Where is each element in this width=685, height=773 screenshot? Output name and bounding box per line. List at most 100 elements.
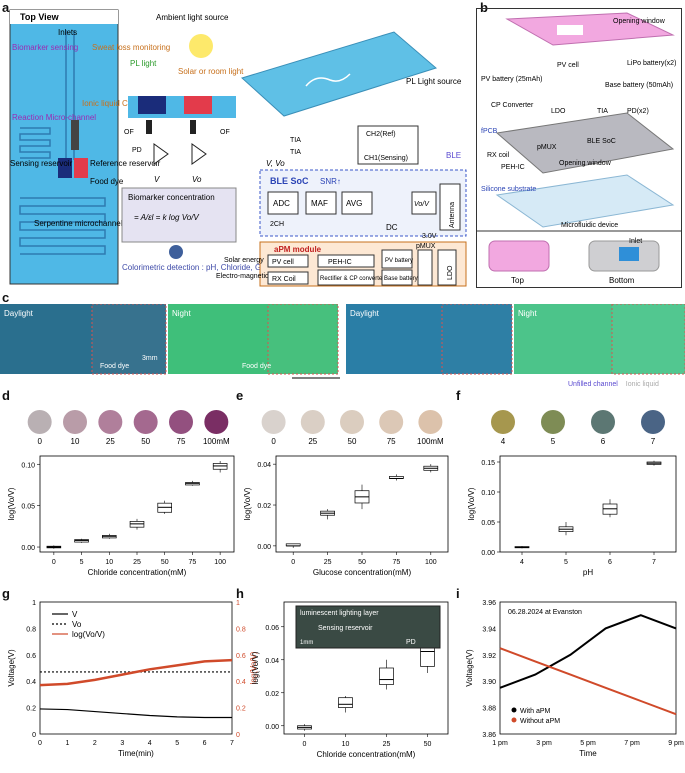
label-ionic-liquid: Ionic liquid Chamber: [82, 99, 155, 108]
label-night-2: Night: [518, 309, 537, 318]
label-rectifier: Rectifier & CP converter: [320, 276, 384, 282]
panel-label-h: h: [236, 586, 244, 601]
label-lipo: LiPo battery(x2): [627, 60, 676, 67]
label-solar-energy: Solar energy: [224, 257, 264, 264]
axes-d: [39, 455, 235, 553]
xtick-label-e-2: 50: [358, 559, 366, 566]
ytick-label-d-1: 0.05: [21, 504, 35, 511]
xtick-label-e-4: 100: [425, 559, 437, 566]
swatch-label-d-0: 0: [37, 437, 42, 446]
label-pd-1: PD: [132, 147, 142, 154]
label-tia-b: TIA: [597, 108, 608, 115]
label-ionic-liquid-c: Ionic liquid: [625, 381, 659, 388]
label-rx-coil: RX Coil: [272, 276, 296, 283]
label-dc: DC: [386, 223, 398, 232]
label-v: V: [154, 175, 160, 184]
label-pl-light: PL light: [130, 59, 157, 68]
label-fpcb: fPCB: [481, 128, 498, 135]
series-g-0: [39, 708, 232, 719]
swatch-f-2: [591, 410, 615, 434]
label-ble-soc-b: BLE SoC: [587, 138, 616, 145]
box-h-2: [379, 667, 394, 685]
xtick-label-f-2: 6: [608, 559, 612, 566]
label-em-energy: Electro-magnetic energy: [216, 273, 292, 280]
ytick-label-e-1: 0.02: [257, 503, 271, 510]
swatch-e-2: [340, 410, 364, 434]
inset-label-scale: 1mm: [300, 640, 313, 646]
label-base-battery: Base battery: [384, 276, 418, 282]
label-snr: SNR↑: [320, 177, 341, 186]
label-top-view: Top View: [20, 12, 60, 22]
label-pv-cell-b: PV cell: [557, 62, 579, 69]
xtick-label-i-2: 5 pm: [580, 740, 596, 747]
label-vo: Vo: [192, 175, 202, 184]
label-colorimetric: Colorimetric detection : pH, Chloride, G…: [122, 263, 285, 272]
label-inlets: Inlets: [58, 28, 77, 37]
ytick-label-f-3: 0.15: [481, 460, 495, 467]
label-pv-cell: PV cell: [272, 259, 294, 266]
swatch-label-d-3: 50: [141, 437, 150, 446]
ytick-label-f-1: 0.05: [481, 520, 495, 527]
ylabel-g: Voltage(V): [7, 649, 16, 687]
label-pd-b: PD(x2): [627, 108, 649, 115]
label-pl-light-source: PL Light source: [406, 77, 462, 86]
swatch-label-e-0: 0: [271, 437, 276, 446]
panel-label-c: c: [2, 290, 10, 305]
xtick-label-e-1: 25: [324, 559, 332, 566]
legend-text-i-1: Without aPM: [520, 718, 560, 725]
label-daylight-1: Daylight: [4, 309, 34, 318]
axes-h: [283, 601, 449, 735]
y2tick-label-g-3: 0.6: [236, 653, 246, 660]
label-sweat-loss: Sweat loss monitoring: [92, 43, 170, 52]
xtick-label-g-6: 6: [203, 740, 207, 747]
xtick-label-g-3: 3: [120, 740, 124, 747]
swatch-e-4: [418, 410, 443, 434]
xtick-label-d-3: 25: [133, 559, 141, 566]
label-base-battery-b: Base battery (50mAh): [605, 82, 673, 89]
label-solar: Solar or room light: [178, 67, 244, 76]
label-rx-coil-b: RX coil: [487, 152, 510, 159]
annotation-i: 06.28.2024 at Evanston: [508, 609, 582, 616]
panel-label-b: b: [480, 0, 488, 15]
ylabel-f: log(Vo/V): [467, 487, 476, 520]
ytick-label-d-0: 0.00: [21, 545, 35, 552]
legend-text-g-1: Vo: [72, 620, 82, 629]
xtick-label-i-1: 3 pm: [536, 740, 552, 747]
ytick-label-i-2: 3.90: [482, 679, 496, 686]
label-tia-2: TIA: [290, 149, 301, 156]
swatch-label-d-4: 75: [177, 437, 186, 446]
swatch-f-3: [641, 410, 665, 434]
xtick-label-i-4: 9 pm: [668, 740, 684, 747]
label-cp-converter: CP Converter: [491, 102, 534, 109]
label-avg: AVG: [346, 199, 362, 208]
xtick-label-d-4: 50: [161, 559, 169, 566]
legend-unfilled-ionic: Unfilled channel Ionic liquid: [568, 381, 659, 388]
panel-c-photos: Daylight Night Daylight Night Food dye F…: [0, 303, 685, 380]
ytick-label-i-1: 3.88: [482, 706, 496, 713]
ylabel-e: log(Vo/V): [243, 487, 252, 520]
axes-i: [499, 601, 677, 735]
label-pmux: pMUX: [416, 243, 436, 250]
series-i-1: [499, 647, 677, 716]
y2tick-label-g-0: 0: [236, 732, 240, 739]
xlabel-d: Chloride concentration(mM): [88, 568, 187, 577]
inset-label-pd: PD: [406, 639, 416, 646]
panel-label-i: i: [456, 586, 460, 601]
label-ch2: CH2(Ref): [366, 131, 396, 138]
xtick-label-g-7: 7: [230, 740, 234, 747]
label-pmux-b: pMUX: [537, 144, 557, 151]
panel-label-f: f: [456, 388, 461, 403]
xtick-label-e-0: 0: [291, 559, 295, 566]
ytick-label-f-2: 0.10: [481, 490, 495, 497]
ytick-label-h-0: 0.00: [265, 724, 279, 731]
label-opening-window: Opening window: [613, 18, 666, 25]
swatch-d-1: [63, 410, 87, 434]
axes-g: [39, 601, 233, 735]
xtick-label-h-3: 50: [424, 741, 432, 748]
ytick-label-h-3: 0.06: [265, 625, 279, 632]
xtick-label-h-0: 0: [303, 741, 307, 748]
label-sensing-reservoir: Sensing reservoir: [10, 159, 73, 168]
label-night-1: Night: [172, 309, 191, 318]
swatch-label-f-0: 4: [501, 437, 506, 446]
